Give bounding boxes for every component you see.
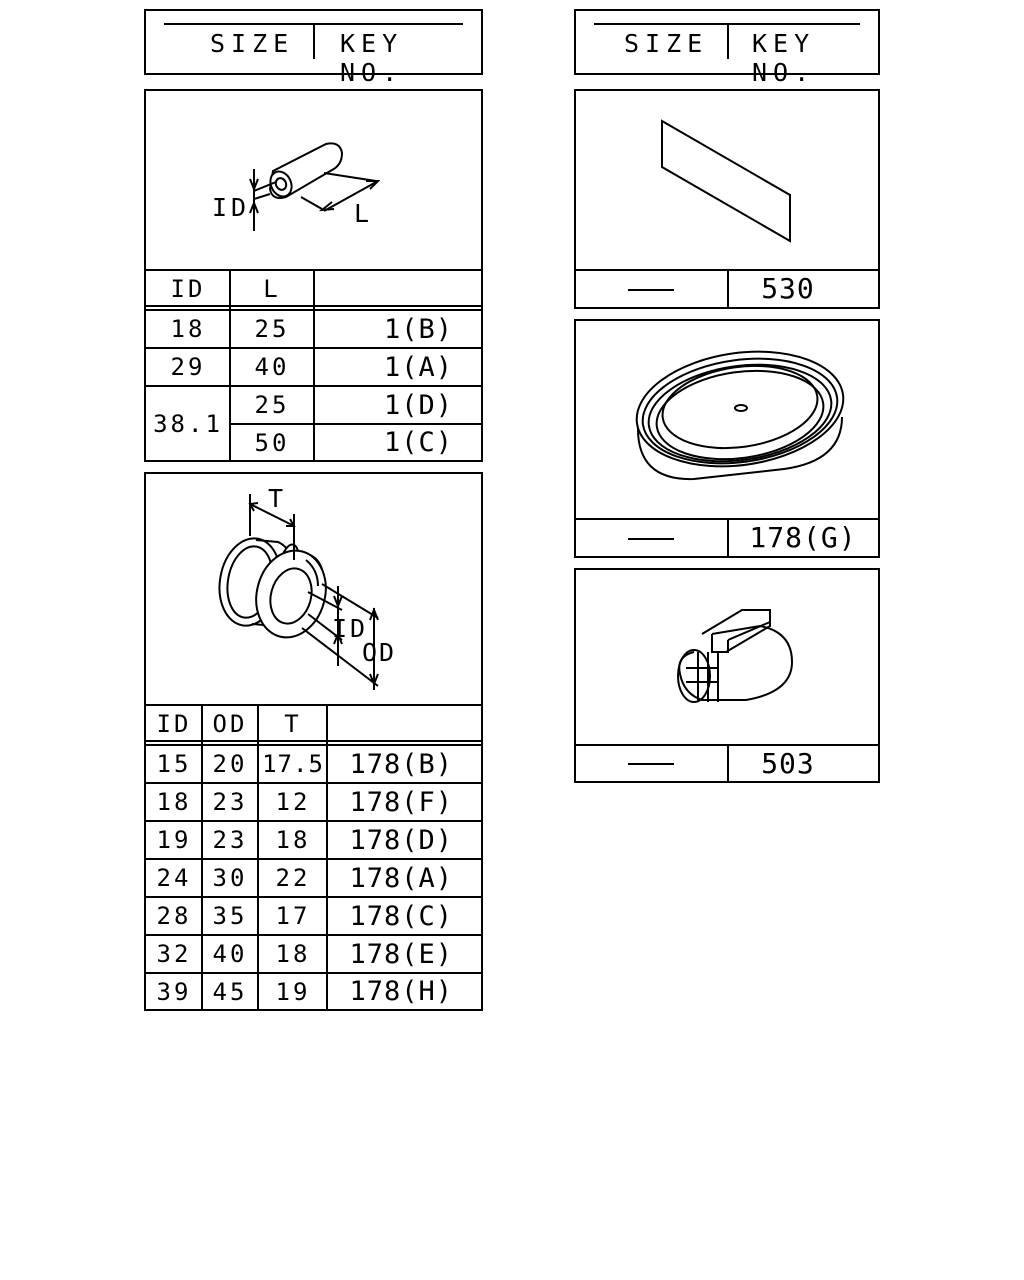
tube-figure-panel: ID L: [144, 89, 483, 271]
tube-row-2-id: 29: [170, 353, 206, 381]
sheet-part-panel: — 530: [574, 89, 880, 309]
tube-row-2-key: 1(A): [383, 351, 453, 383]
grommet-row-2-id: 18: [156, 788, 192, 816]
grommet-row-6-id: 32: [156, 940, 192, 968]
col-divider: [313, 271, 315, 460]
header-double-rule: [146, 740, 481, 742]
tube-row-2-l: 40: [254, 353, 290, 381]
tube-row-3-key: 1(D): [383, 389, 453, 421]
col-divider: [229, 271, 231, 460]
grommet-row-4-key: 178(A): [349, 862, 453, 894]
row-divider: [230, 423, 481, 425]
grommet-row-3-t: 18: [275, 826, 311, 854]
header-rule: [164, 23, 463, 25]
grommet-row-4-od: 30: [212, 864, 248, 892]
grommet-row-7-key: 178(H): [349, 976, 453, 1007]
grommet-row-6-od: 40: [212, 940, 248, 968]
oval-grommet-panel: — 178(G): [574, 319, 880, 558]
oval-key-value: 178(G): [749, 521, 857, 554]
tube-row-1-id: 18: [170, 315, 206, 343]
tube-row-3-l: 25: [254, 391, 290, 419]
grommet-row-5-t: 17: [275, 902, 311, 930]
tube-length-label: L: [354, 199, 370, 228]
right-header: SIZE KEY NO.: [574, 9, 880, 87]
grommet-row-5-key: 178(C): [349, 900, 453, 932]
grommet-col-id: ID: [156, 710, 192, 738]
grommet-col-t: T: [284, 710, 302, 738]
grommet-figure-panel: T ID OD: [144, 472, 483, 706]
row-divider: [146, 896, 481, 898]
row-divider: [146, 782, 481, 784]
tube-col-l: L: [263, 275, 281, 303]
grommet-row-3-key: 178(D): [349, 824, 453, 856]
clip-part-panel: — 503: [574, 568, 880, 783]
header-double-rule: [146, 744, 481, 746]
grommet-row-7-t: 19: [275, 977, 311, 1006]
grommet-row-1-t: 17.5: [262, 750, 324, 778]
col-divider: [727, 518, 729, 556]
sheet-drawing: [661, 119, 791, 243]
grommet-row-5-od: 35: [212, 902, 248, 930]
grommet-table: ID OD T 15 20 17.5 178(B) 18 23 12 178(F…: [144, 704, 483, 1011]
tube-drawing: [249, 142, 381, 231]
oval-size-dash: [628, 538, 674, 540]
tube-row-1-l: 25: [254, 315, 290, 343]
tube-row-3-id: 38.1: [153, 409, 223, 438]
key-no-header-label: KEY NO.: [752, 29, 816, 87]
grommet-row-6-key: 178(E): [349, 938, 453, 970]
grommet-row-5-id: 28: [156, 902, 192, 930]
clip-size-dash: [628, 763, 674, 765]
grommet-row-3-od: 23: [212, 826, 248, 854]
grommet-thickness-label: T: [268, 484, 284, 513]
sheet-key-value: 530: [761, 272, 815, 305]
grommet-row-2-key: 178(F): [349, 786, 453, 818]
grommet-col-od: OD: [212, 710, 248, 738]
grommet-row-1-id: 15: [156, 750, 192, 778]
row-divider: [146, 858, 481, 860]
grommet-row-1-key: 178(B): [349, 748, 453, 780]
col-divider: [326, 706, 328, 1009]
col-divider: [257, 706, 259, 1009]
clip-key-value: 503: [761, 746, 815, 780]
header-divider: [313, 25, 315, 59]
grommet-row-4-t: 22: [275, 864, 311, 892]
grommet-row-2-t: 12: [275, 788, 311, 816]
tube-col-id: ID: [170, 275, 206, 303]
col-divider: [201, 706, 203, 1009]
grommet-row-6-t: 18: [275, 940, 311, 968]
clip-drawing: [677, 609, 794, 703]
tube-row-4-l: 50: [254, 428, 290, 457]
header-rule: [594, 23, 860, 25]
grommet-row-7-od: 45: [212, 977, 248, 1006]
grommet-id-label: ID: [332, 614, 369, 643]
grommet-row-3-id: 19: [156, 826, 192, 854]
oval-grommet-drawing: [635, 350, 845, 481]
row-divider: [146, 934, 481, 936]
tube-id-label: ID: [212, 193, 251, 222]
row-divider: [146, 820, 481, 822]
tube-row-1-key: 1(B): [383, 313, 453, 345]
row-divider: [146, 347, 481, 349]
grommet-row-2-od: 23: [212, 788, 248, 816]
key-no-header-label: KEY NO.: [340, 29, 404, 87]
tube-table: ID L 18 25 1(B) 29 40 1(A) 38.1 25 1(D) …: [144, 269, 483, 462]
row-divider: [146, 385, 481, 387]
grommet-row-4-id: 24: [156, 864, 192, 892]
row-divider: [146, 972, 481, 974]
sheet-size-dash: [628, 289, 674, 291]
header-divider: [727, 25, 729, 59]
tube-row-4-key: 1(C): [383, 427, 453, 458]
size-header-label: SIZE: [624, 29, 709, 58]
col-divider: [727, 744, 729, 781]
grommet-drawing: [218, 494, 379, 690]
grommet-row-1-od: 20: [212, 750, 248, 778]
col-divider: [727, 269, 729, 307]
left-header: SIZE KEY NO.: [144, 9, 483, 87]
size-header-label: SIZE: [210, 29, 295, 58]
grommet-od-label: OD: [362, 638, 397, 667]
grommet-row-7-id: 39: [156, 977, 192, 1006]
